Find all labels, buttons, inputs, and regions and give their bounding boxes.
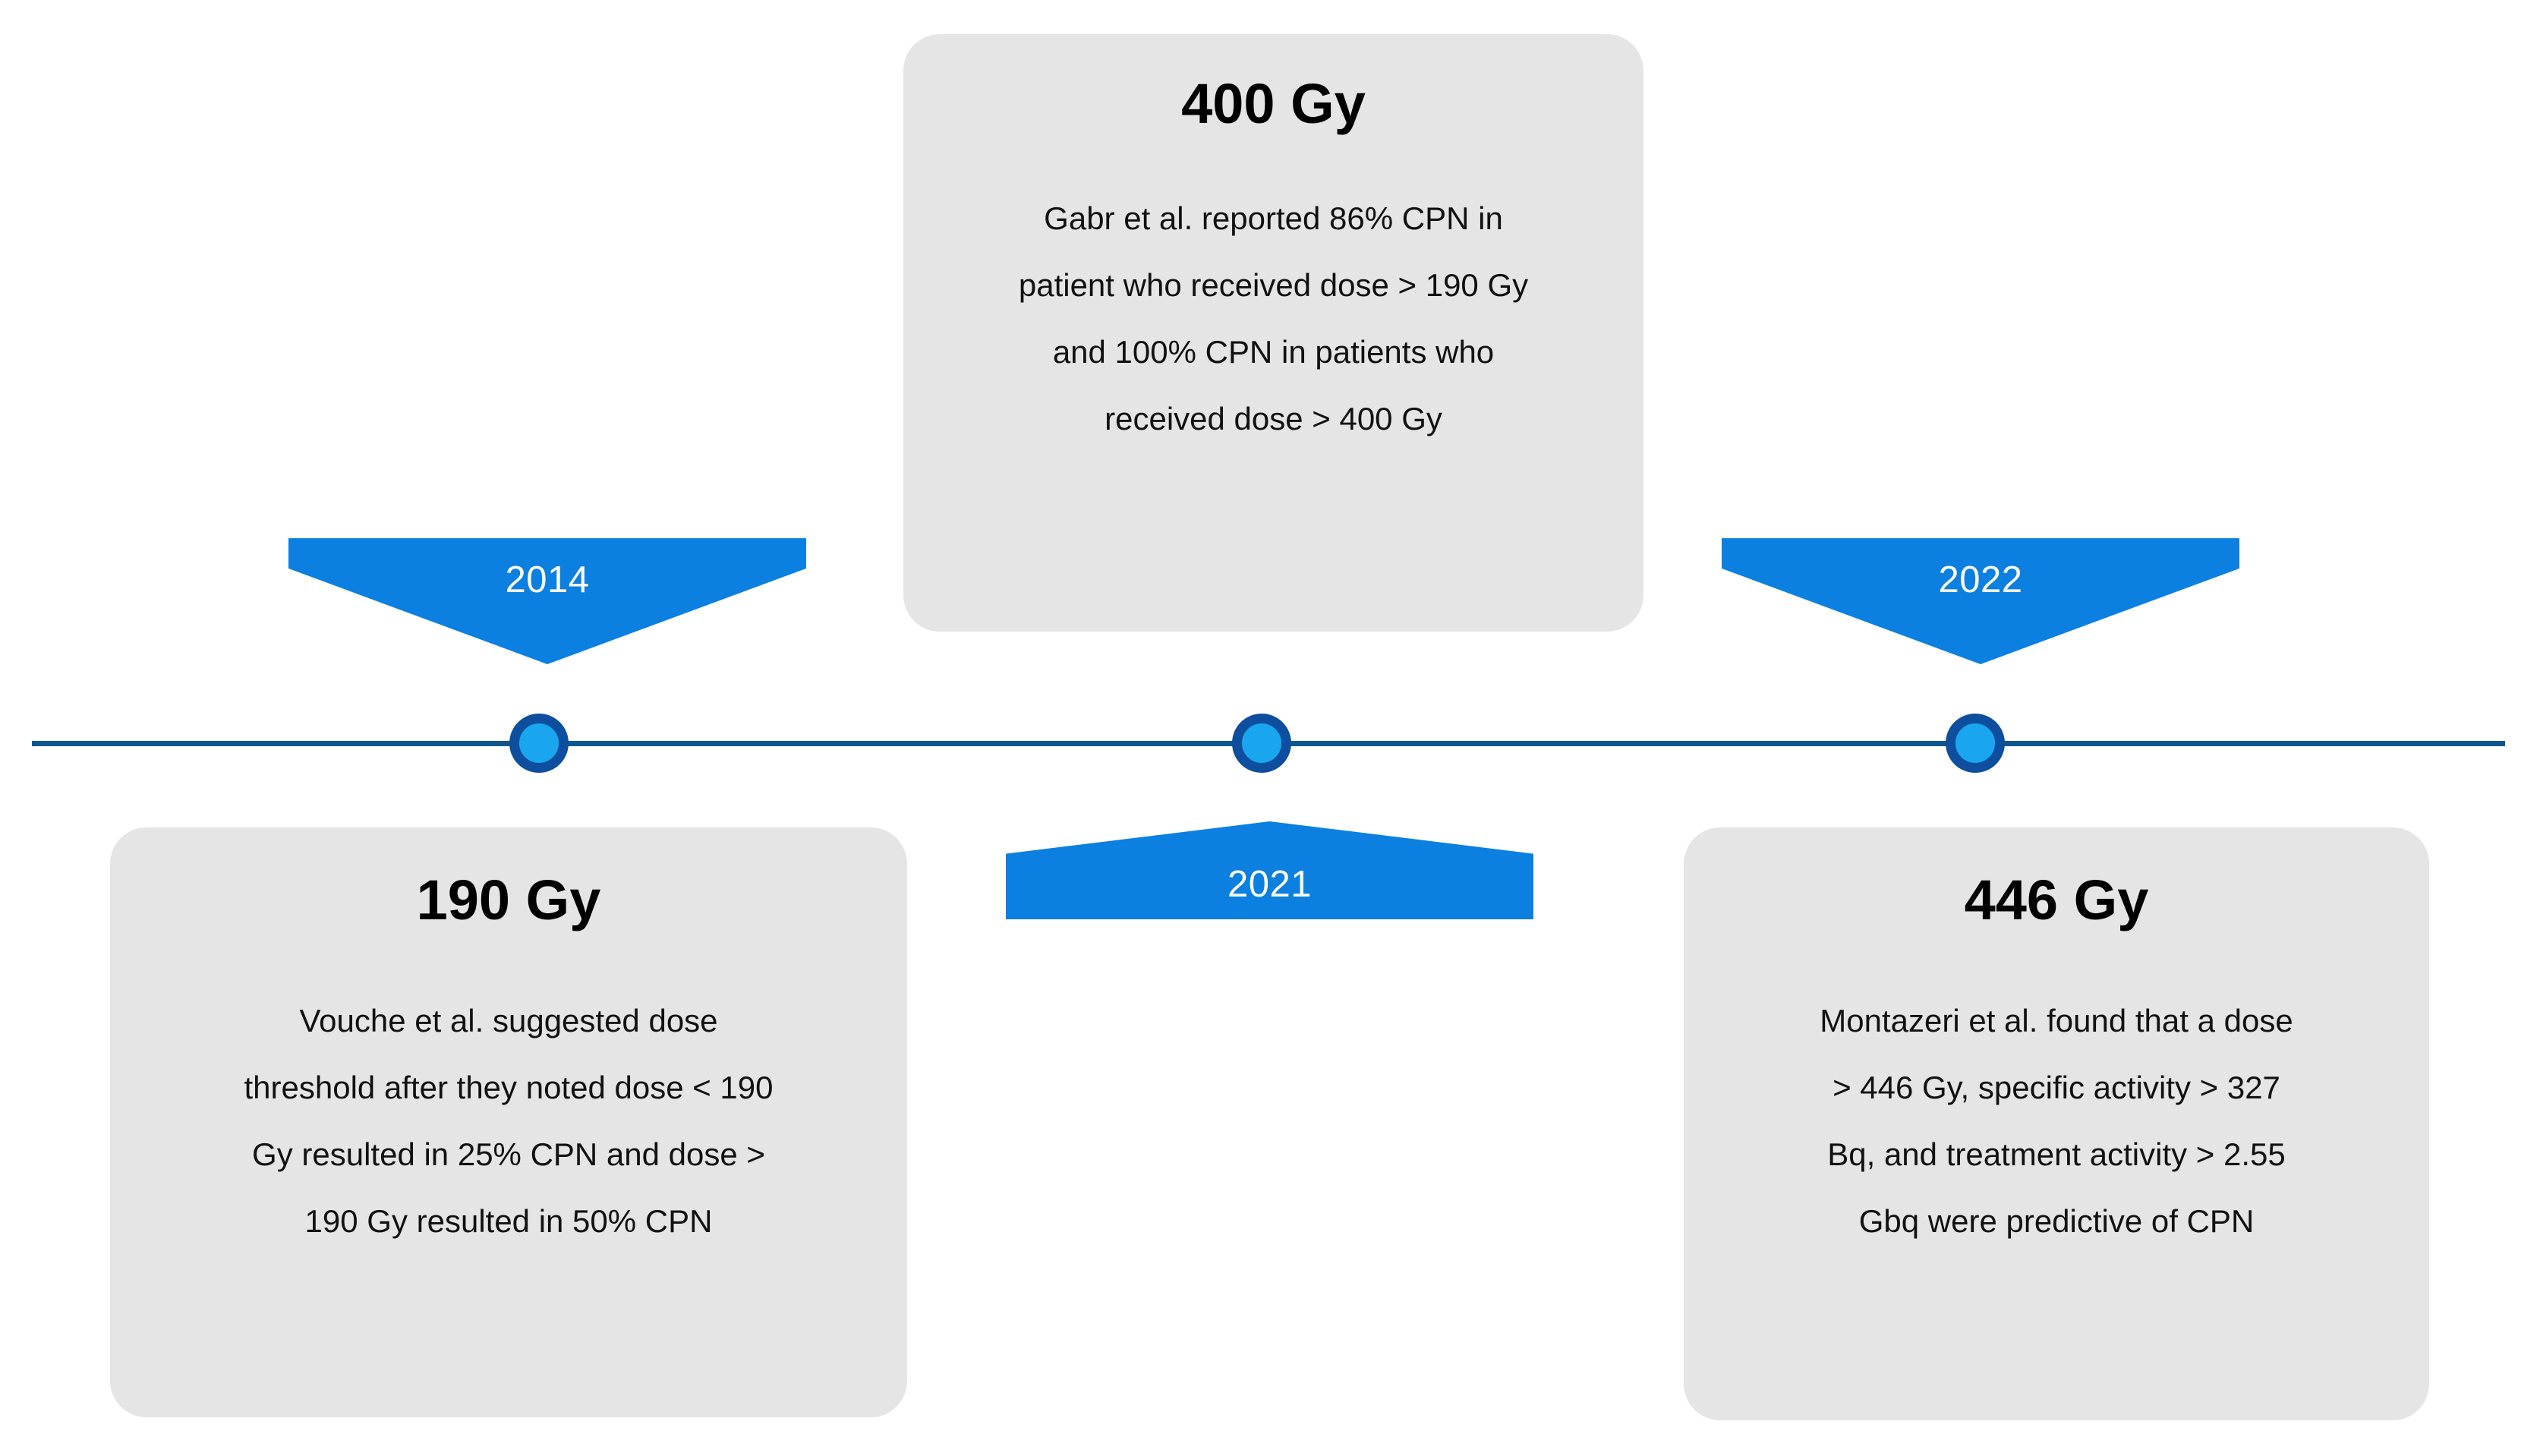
card-body-400-gy: Gabr et al. reported 86% CPN in patient … bbox=[938, 185, 1609, 452]
year-flag-label: 2014 bbox=[505, 559, 590, 600]
card-body-line: Gbq were predictive of CPN bbox=[1858, 1202, 2255, 1239]
card-heading-400-gy: 400 Gy bbox=[1181, 72, 1366, 135]
timeline-node-2021[interactable] bbox=[1232, 714, 1291, 773]
year-flag-2021[interactable]: 2021 bbox=[1006, 821, 1533, 919]
card-body-446-gy: Montazeri et al. found that a dose > 446… bbox=[1719, 988, 2394, 1255]
timeline-node-2022[interactable] bbox=[1946, 714, 2005, 773]
card-body-line: and 100% CPN in patients who bbox=[1052, 333, 1495, 370]
info-card-190-gy: 190 Gy Vouche et al. suggested dose thre… bbox=[110, 827, 907, 1417]
year-flag-label: 2021 bbox=[1227, 864, 1312, 905]
card-body-line: > 446 Gy, specific activity > 327 bbox=[1833, 1069, 2280, 1105]
card-body-line: Bq, and treatment activity > 2.55 bbox=[1827, 1136, 2286, 1172]
timeline-node-2014[interactable] bbox=[509, 714, 569, 773]
year-flag-2014[interactable]: 2014 bbox=[288, 538, 806, 664]
card-body-line: Vouche et al. suggested dose bbox=[299, 1002, 718, 1038]
card-body-line: threshold after they noted dose < 190 bbox=[244, 1069, 774, 1105]
year-flag-2022[interactable]: 2022 bbox=[1722, 538, 2239, 664]
year-flag-label: 2022 bbox=[1938, 559, 2023, 600]
card-body-line: Gy resulted in 25% CPN and dose > bbox=[252, 1136, 765, 1172]
card-body-line: Gabr et al. reported 86% CPN in bbox=[1044, 200, 1503, 236]
info-card-400-gy: 400 Gy Gabr et al. reported 86% CPN in p… bbox=[903, 34, 1643, 632]
info-card-446-gy: 446 Gy Montazeri et al. found that a dos… bbox=[1684, 827, 2429, 1420]
card-heading-190-gy: 190 Gy bbox=[416, 868, 601, 931]
card-body-190-gy: Vouche et al. suggested dose threshold a… bbox=[145, 988, 872, 1255]
card-body-line: received dose > 400 Gy bbox=[1105, 400, 1442, 436]
card-body-line: 190 Gy resulted in 50% CPN bbox=[304, 1202, 713, 1239]
card-body-line: patient who received dose > 190 Gy bbox=[1018, 266, 1529, 303]
card-heading-446-gy: 446 Gy bbox=[1964, 868, 2149, 931]
card-body-line: Montazeri et al. found that a dose bbox=[1820, 1002, 2293, 1038]
